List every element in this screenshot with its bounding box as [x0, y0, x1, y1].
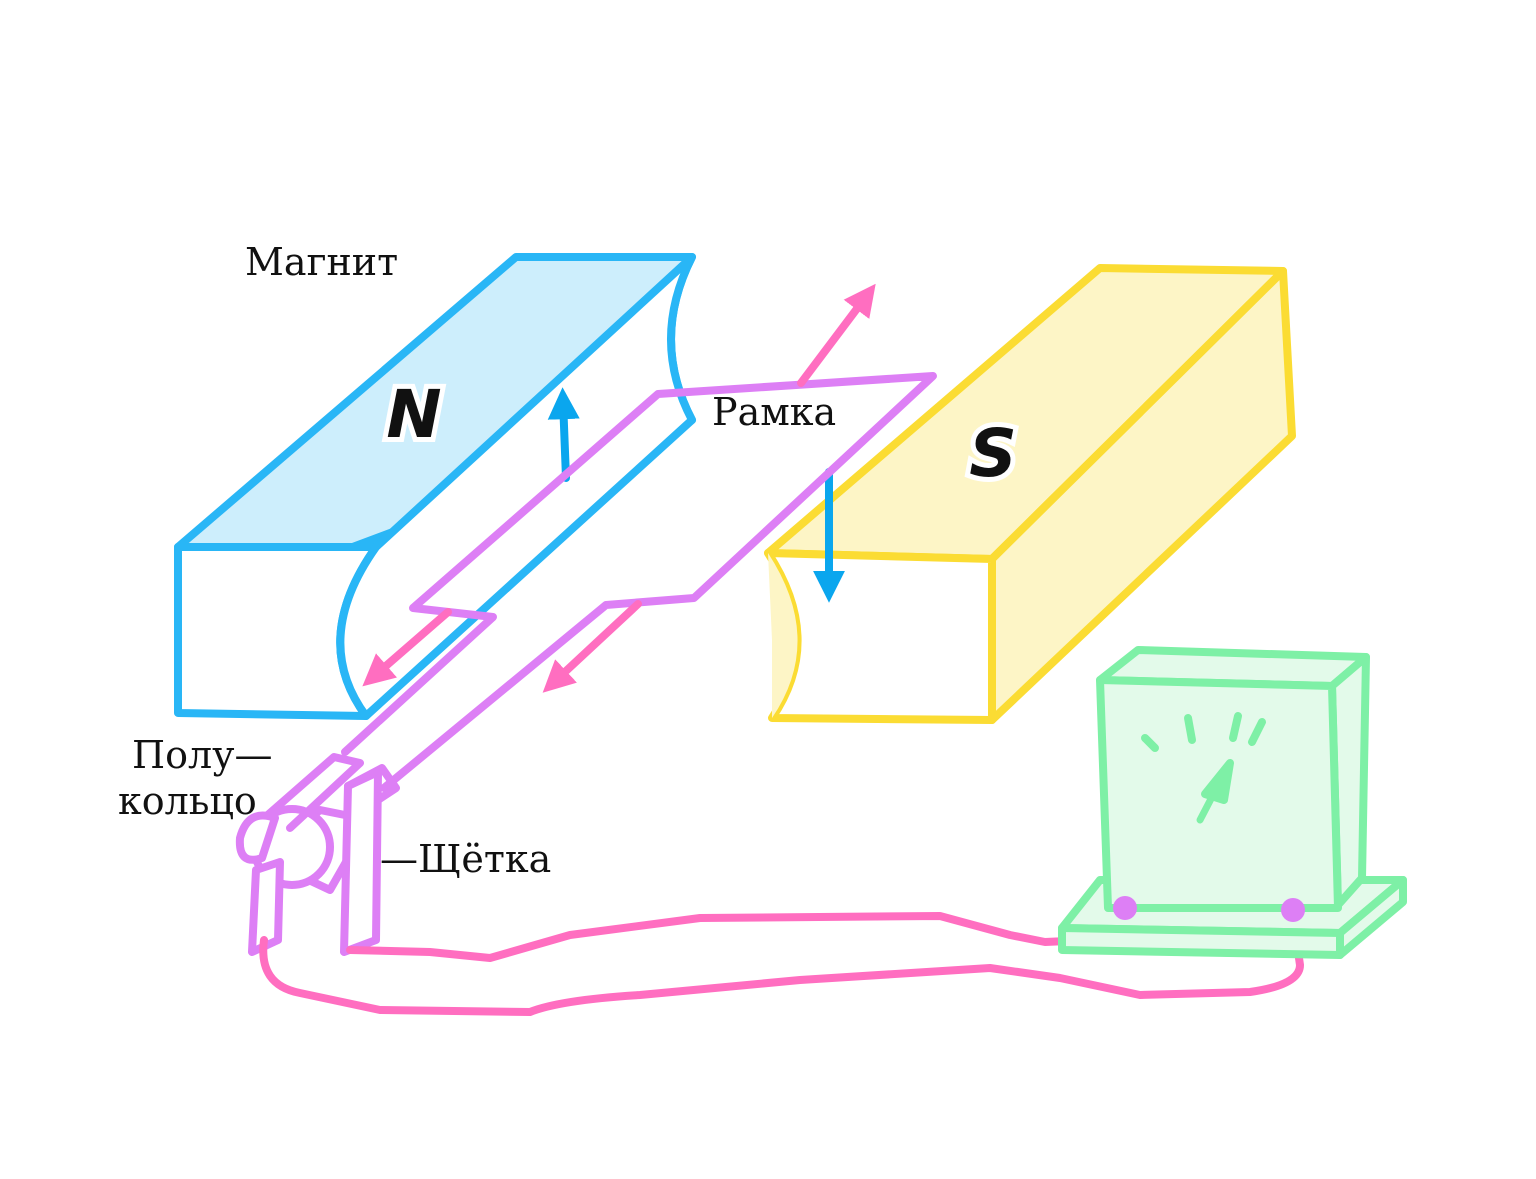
scale-tick-3: [1229, 712, 1242, 742]
brush-right: [340, 768, 382, 956]
field-arrow-up: [547, 387, 580, 482]
north-magnet: [174, 253, 696, 720]
brush-label: —Щётка: [380, 837, 551, 881]
half-ring-label-line1: Полу—: [132, 733, 273, 777]
north-pole-label: N: [386, 376, 441, 453]
north-magnet-inner-face: [336, 253, 696, 720]
south-magnet-front-face: [764, 549, 996, 724]
brush-left: [248, 858, 284, 956]
brush-right-top: [344, 764, 400, 804]
force-arrow-left-2: [542, 600, 642, 693]
south-pole-label: S: [969, 415, 1017, 492]
frame-loop: [341, 372, 937, 792]
scale-tick-1: [1141, 734, 1159, 752]
scale-tick-4: [1248, 718, 1266, 746]
rotating-frame: [235, 372, 937, 956]
meter-base-side: [1336, 876, 1407, 959]
frame-label: Рамка: [712, 390, 836, 434]
meter-terminal-left: [1113, 896, 1137, 920]
meter-base-front: [1058, 924, 1344, 959]
south-magnet-inner-face: [768, 553, 798, 718]
wire-bottom: [259, 906, 1304, 1016]
wire-top: [346, 901, 1128, 962]
scale-tick-2: [1184, 714, 1196, 744]
force-arrow-up: [797, 283, 876, 387]
half-ring-front: [235, 811, 279, 864]
half-ring-left: [258, 753, 364, 832]
magnet-label: Магнит: [245, 240, 398, 284]
meter-terminal-right: [1281, 898, 1305, 922]
force-arrow-left-1: [362, 608, 452, 687]
meter-needle-head: [1201, 759, 1234, 804]
half-ring-label-line2: кольцо: [118, 779, 257, 823]
galvanometer: [1058, 646, 1407, 959]
